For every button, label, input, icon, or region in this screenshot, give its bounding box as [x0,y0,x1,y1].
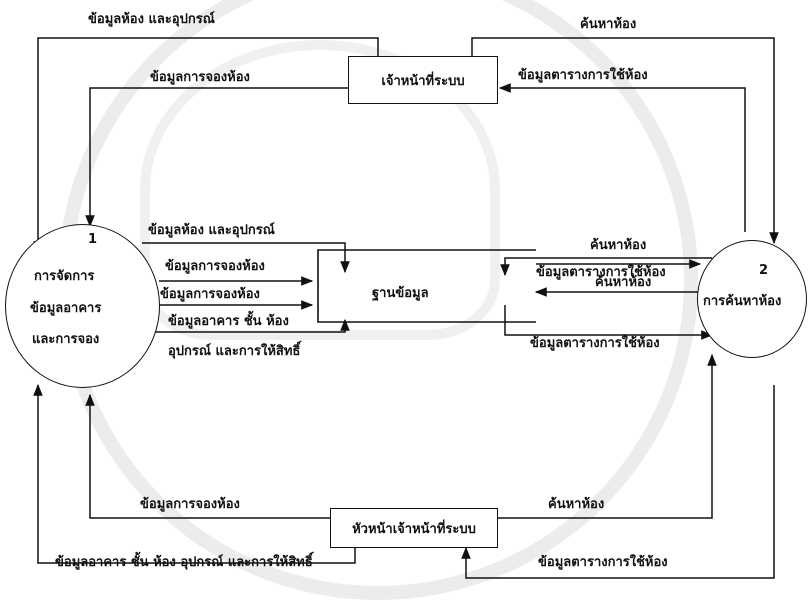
process-2-number: 2 [759,263,769,278]
process-2-line-1: การค้นหาห้อง [703,294,782,309]
process-1-number: 1 [88,232,98,247]
flow-admin-booking [85,87,348,228]
flow-label: ข้อมูลอาคาร ชั้น ห้อง [168,314,289,329]
datastore-shape [317,249,536,323]
flow-p1-ds-room-equipment [142,242,350,274]
flow-label: ข้อมูลห้อง และอุปกรณ์ [88,12,215,27]
flow-head-building [33,383,356,564]
flow-label: ข้อมูลตารางการใช้ห้อง [518,68,648,83]
flow-admin-search [471,37,779,245]
flow-label: ค้นหาห้อง [590,238,647,253]
flow-label: ค้นหาห้อง [548,497,605,512]
flow-label: ข้อมูลตารางการใช้ห้อง [538,555,668,570]
flow-label: ข้อมูลอาคาร ชั้น ห้อง อุปกรณ์ และการให้ส… [55,555,313,570]
flow-label: ข้อมูลห้อง และอุปกรณ์ [148,223,275,238]
flow-label: ข้อมูลตารางการใช้ห้อง [530,336,660,351]
process-1-line-2: ข้อมูลอาคาร [30,301,102,316]
flow-p2-head-schedule [461,385,775,579]
process-1-circle [5,224,160,388]
entity-admin: เจ้าหน้าที่ระบบ [348,56,498,104]
flow-schedule-to-admin [498,83,746,232]
flow-admin-room-equipment [33,37,379,254]
process-2-circle [697,240,807,358]
flow-label: ข้อมูลการจองห้อง [165,259,265,274]
flow-label: ค้นหาห้อง [580,17,637,32]
process-1-line-1: การจัดการ [34,269,95,284]
dfd-connectors [33,37,779,579]
flow-ds-p2-schedule-2 [504,305,714,340]
flow-label: ค้นหาห้อง [595,275,652,290]
flow-label: ข้อมูลการจองห้อง [150,70,250,85]
flow-label: ข้อมูลการจองห้อง [140,497,240,512]
process-1-line-3: และการจอง [32,332,100,347]
datastore-label: ฐานข้อมูล [372,286,429,301]
entity-head-admin: หัวหน้าเจ้าหน้าที่ระบบ [330,508,498,548]
flow-head-search [498,353,717,519]
flow-p2-ds-search-1 [500,257,712,277]
flow-label: อุปกรณ์ และการให้สิทธิ์ [168,344,301,359]
flow-label: ข้อมูลการจองห้อง [160,287,260,302]
flow-label: ข้อมูลตารางการใช้ห้อง [536,265,666,280]
flow-head-booking [85,393,330,519]
flow-p1-ds-building [152,318,350,333]
